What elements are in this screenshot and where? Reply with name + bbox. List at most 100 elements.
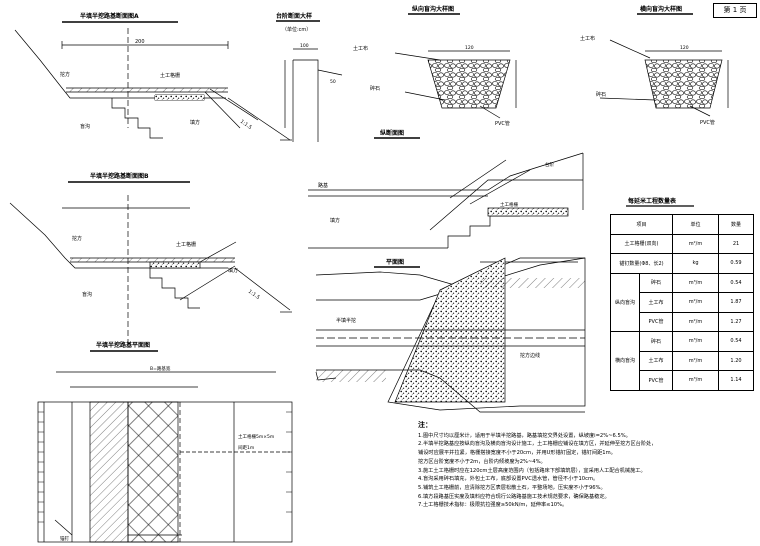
plan-small-title: 平面图 bbox=[386, 258, 404, 266]
quantity-sub: 土工布 bbox=[639, 292, 673, 313]
section-a-label-subgrade: 土工格栅 bbox=[160, 72, 180, 79]
table-row: 纵向盲沟 碎石 m³/m 0.54 bbox=[610, 272, 754, 332]
blind-drain-2-gravel: 碎石 bbox=[596, 91, 606, 98]
plan-dim-width: B=路基宽 bbox=[150, 365, 171, 372]
blind-drain-2-title: 横向盲沟大样图 bbox=[640, 5, 682, 13]
section-a-label-fill: 填方 bbox=[190, 119, 200, 126]
note-item: 5.铺筑土工格栅前，应清除挖方区表层松散土石，平整场地，压实度不小于96%。 bbox=[418, 484, 606, 491]
quantity-sub: 碎石 bbox=[639, 331, 673, 352]
quantity-unit: m²/m bbox=[672, 350, 719, 371]
note-item: 6.填方段路基压实度及填料应符合现行公路路基施工技术规范要求，确保路基稳定。 bbox=[418, 493, 610, 500]
plan-small bbox=[315, 257, 586, 413]
quantity-item: 土工格栅(双向) bbox=[610, 233, 673, 254]
page-number: 第 1 页 bbox=[713, 3, 757, 18]
section-b-label-drain: 盲沟 bbox=[82, 291, 92, 298]
blind-drain-1-geo: 土工布 bbox=[353, 45, 368, 52]
bench-dim-50: 50 bbox=[330, 79, 336, 85]
plan-small-mixed: 半填半挖 bbox=[336, 317, 356, 324]
plan-spacing-label: 间距1m bbox=[238, 444, 254, 451]
notes-heading: 注： bbox=[418, 421, 432, 429]
note-item: 4.盲沟采用碎石填充，外包土工布，底部设置PVC透水管，管径不小于10cm。 bbox=[418, 476, 599, 483]
longitudinal-title: 纵断面图 bbox=[380, 129, 404, 137]
quantity-value: 1.87 bbox=[718, 292, 754, 313]
quantity-header-unit: 单位 bbox=[672, 214, 719, 235]
quantity-header-item: 项目 bbox=[610, 214, 673, 235]
section-a-dim: 200 bbox=[135, 39, 145, 45]
quantity-item: 横向盲沟 bbox=[610, 331, 640, 391]
quantity-unit: m³/m bbox=[672, 331, 719, 352]
quantity-value: 0.59 bbox=[718, 253, 754, 274]
table-row: PVC管 m³/m 1.14 bbox=[611, 370, 754, 391]
table-row: 土工布 m²/m 1.20 bbox=[611, 350, 754, 371]
plan-title: 半填半挖路基平面图 bbox=[96, 341, 150, 349]
note-item: 1.图中尺寸均以厘米计，适用于半填半挖路基，路基填挖交界处设置，纵坡度i=2%~… bbox=[418, 432, 631, 439]
quantity-sub: 土工布 bbox=[639, 350, 673, 371]
quantity-value: 1.14 bbox=[718, 370, 754, 391]
quantity-value: 0.54 bbox=[718, 272, 754, 293]
bench-unit: （单位:cm） bbox=[282, 26, 311, 33]
quantity-value: 0.54 bbox=[718, 331, 754, 352]
quantity-unit: kg bbox=[672, 253, 719, 274]
plan-anchor-label: 锚钉 bbox=[60, 535, 69, 542]
quantity-header-row: 项目 单位 数量 bbox=[610, 214, 754, 235]
note-item: 3.施工土工格栅时应在120cm土层高度范围内（包括路床下部填筑层），宜采用人工… bbox=[418, 467, 646, 474]
note-item: 挖方区台阶宽度不小于2m，台阶内倾坡度为2%~4%。 bbox=[418, 458, 546, 465]
longitudinal-section bbox=[308, 137, 584, 249]
quantity-unit: m³/m bbox=[672, 370, 719, 391]
quantity-sub: 碎石 bbox=[639, 272, 673, 293]
blind-drain-1-dim: 120 bbox=[465, 45, 474, 51]
section-b-label-fill: 填方 bbox=[228, 267, 238, 274]
plan-left-ticks bbox=[38, 411, 292, 523]
blind-drain-1 bbox=[394, 13, 517, 119]
longitudinal-fill: 填方 bbox=[330, 217, 340, 224]
section-b-label-cut: 挖方 bbox=[72, 235, 82, 242]
blind-drain-1-title: 纵向盲沟大样图 bbox=[412, 5, 454, 13]
table-row: 土工格栅(双向) m²/m 21 bbox=[610, 233, 754, 254]
section-a-steps bbox=[111, 98, 163, 139]
quantity-unit: m³/m bbox=[672, 272, 719, 293]
table-row: 横向盲沟 碎石 m³/m 0.54 bbox=[610, 331, 754, 391]
longitudinal-subgrade: 土工格栅 bbox=[500, 201, 518, 208]
section-b bbox=[9, 181, 292, 345]
blind-drain-1-pipe: PVC管 bbox=[495, 120, 510, 127]
note-item: 铺设时应展平并拉紧，格栅搭接宽度不小于20cm，并用U形锚钉固定，锚钉间距1m。 bbox=[418, 450, 616, 457]
blind-drain-2 bbox=[599, 13, 729, 117]
section-b-label-slope: 1:1.5 bbox=[247, 289, 261, 301]
quantity-value: 1.20 bbox=[718, 350, 754, 371]
blind-drain-2-pipe: PVC管 bbox=[700, 119, 715, 126]
quantity-unit: m²/m bbox=[672, 233, 719, 254]
section-a-label-cut: 挖方 bbox=[60, 71, 70, 78]
bench-dim-100: 100 bbox=[300, 43, 309, 49]
blind-drain-2-dim: 120 bbox=[680, 45, 689, 51]
section-b-label-subgrade: 土工格栅 bbox=[176, 241, 196, 248]
blind-drain-1-gravel: 碎石 bbox=[370, 85, 380, 92]
notes-block: 注： 1.图中尺寸均以厘米计，适用于半填半挖路基，路基填挖交界处设置，纵坡度i=… bbox=[418, 421, 718, 510]
quantity-table: 项目 单位 数量 土工格栅(双向) m²/m 21 锚钉数量(Φ8、长2) kg… bbox=[610, 214, 754, 391]
plan-view bbox=[37, 350, 293, 543]
quantity-sub: PVC管 bbox=[639, 370, 673, 391]
quantity-item: 纵向盲沟 bbox=[610, 272, 640, 332]
quantity-item: 锚钉数量(Φ8、长2) bbox=[610, 253, 673, 274]
blind-drain-2-geo: 土工布 bbox=[580, 35, 595, 42]
quantity-value: 1.27 bbox=[718, 311, 754, 332]
bench-title: 台阶断面大样 bbox=[276, 12, 312, 20]
note-item: 2.半填半挖路基应按纵向盲沟及横向盲沟设计施工，土工格栅应铺设在填方区，并延伸至… bbox=[418, 441, 657, 448]
note-item: 7.土工格栅技术指标：极限抗拉强度≥50kN/m，延伸率≤10%。 bbox=[418, 502, 568, 509]
quantity-value: 21 bbox=[718, 233, 754, 254]
bench-detail bbox=[276, 20, 343, 142]
plan-grid-label: 土工格栅5m×5m bbox=[238, 433, 274, 440]
longitudinal-road: 路基 bbox=[318, 182, 328, 189]
quantity-unit: m²/m bbox=[672, 311, 719, 332]
section-a-title: 半填半挖路基断面图A bbox=[80, 12, 139, 20]
quantity-title: 每延米工程数量表 bbox=[627, 197, 677, 205]
quantity-sub: PVC管 bbox=[639, 311, 673, 332]
section-a-label-slope: 1:1.5 bbox=[239, 119, 253, 131]
table-row: PVC管 m²/m 1.27 bbox=[611, 311, 754, 332]
section-b-title: 半填半挖路基断面图B bbox=[90, 172, 149, 180]
longitudinal-step: 台阶 bbox=[545, 161, 554, 168]
section-b-steps bbox=[149, 268, 200, 309]
quantity-header-value: 数量 bbox=[718, 214, 754, 235]
table-row: 锚钉数量(Φ8、长2) kg 0.59 bbox=[610, 253, 754, 274]
section-a-label-drain: 盲沟 bbox=[80, 123, 90, 130]
